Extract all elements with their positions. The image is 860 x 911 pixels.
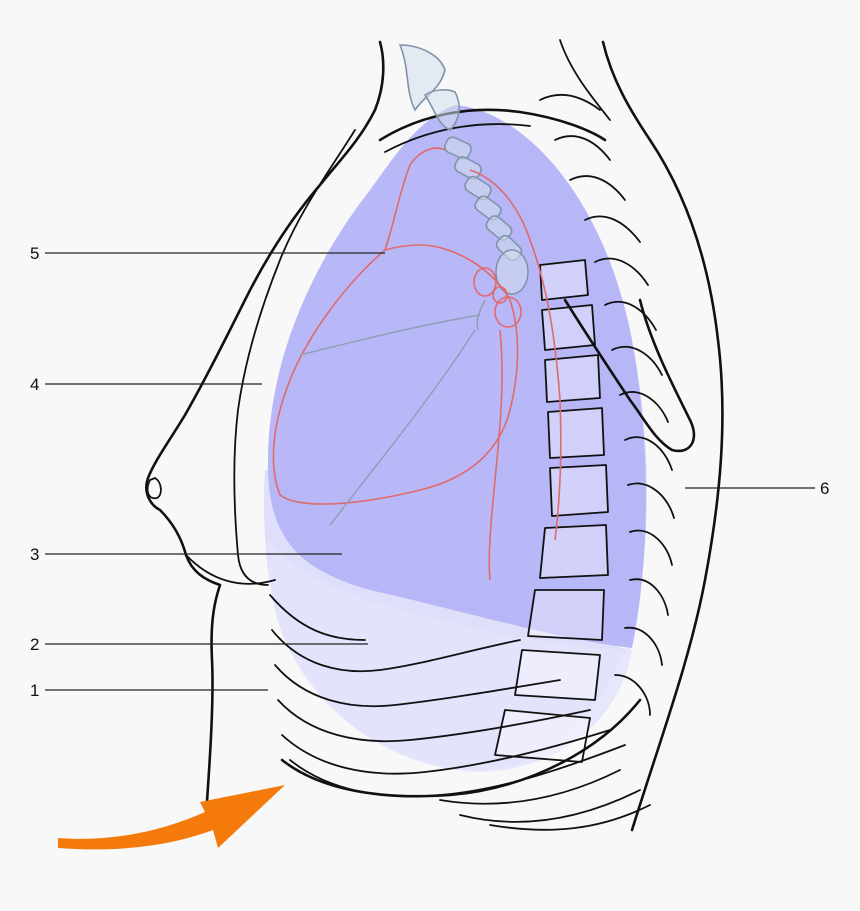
label-3: 3 [30,545,39,564]
curved-arrow-right-icon [58,785,285,849]
nipple [148,478,161,498]
label-2: 2 [30,635,39,654]
back-inner-outline [560,40,610,120]
label-1: 1 [30,681,39,700]
label-5: 5 [30,244,39,263]
label-4: 4 [30,375,39,394]
breast-fold [186,555,275,584]
label-6: 6 [820,479,829,498]
